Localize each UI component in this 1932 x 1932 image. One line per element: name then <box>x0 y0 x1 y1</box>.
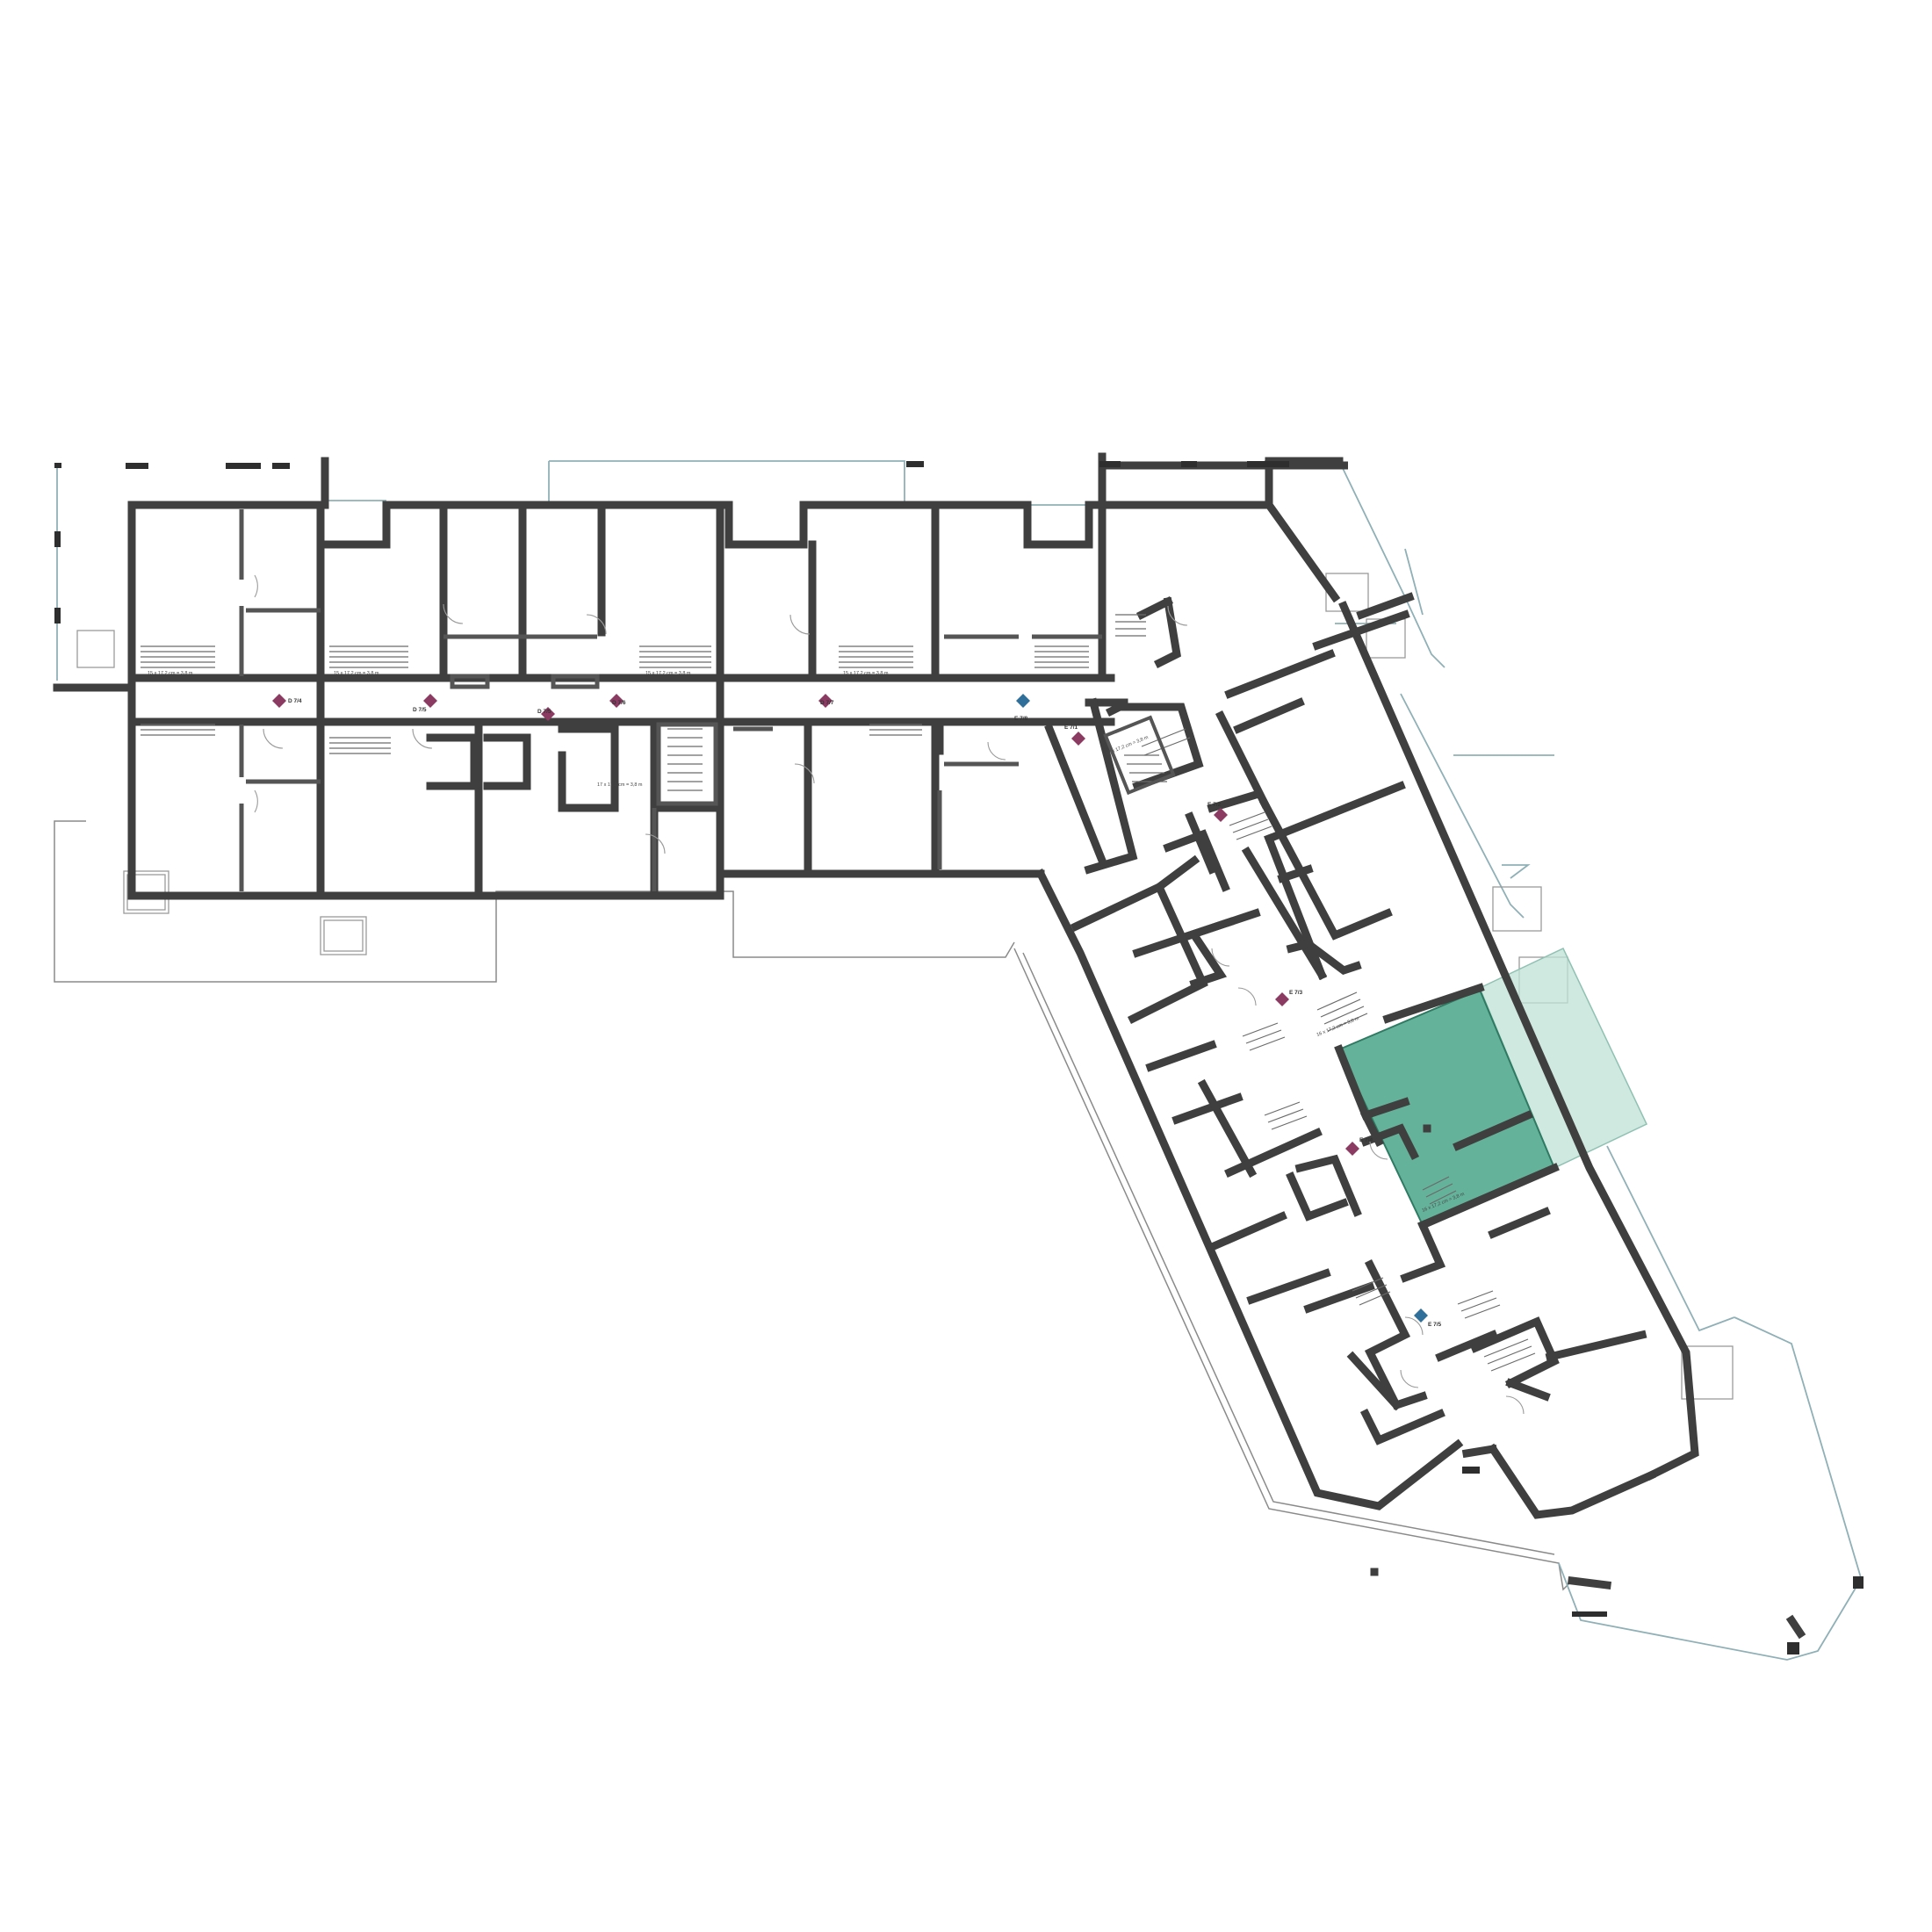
svg-text:E 7/8: E 7/8 <box>1014 716 1028 722</box>
apt-pin-3[interactable]: D 7/5 <box>537 707 555 721</box>
svg-text:15 x 17,2 cm = 3,8 m: 15 x 17,2 cm = 3,8 m <box>645 671 691 676</box>
svg-text:D 7/5: D 7/5 <box>413 707 427 713</box>
terrace-outlines <box>54 460 1863 1661</box>
svg-text:D 7/7: D 7/7 <box>820 700 834 706</box>
svg-text:E 7/3: E 7/3 <box>1289 990 1303 996</box>
apt-pin-8[interactable]: E 7/2 <box>1208 802 1228 822</box>
apt-pin-11[interactable]: E 7/5 <box>1414 1308 1442 1328</box>
apt-pin-5[interactable]: D 7/7 <box>818 694 834 708</box>
apartment-code-pins: D 7/4 D 7/5 D 7/5 D 7/6 D 7/7 E 7/8 E 7/… <box>272 694 1442 1328</box>
svg-text:E 7/5: E 7/5 <box>1428 1322 1442 1328</box>
apt-pin-1[interactable]: D 7/4 <box>272 694 302 708</box>
apt-pin-7[interactable]: E 7/1 <box>1064 724 1085 746</box>
svg-text:16 x 17,2 cm = 3,8 m: 16 x 17,2 cm = 3,8 m <box>1316 1016 1360 1038</box>
svg-text:15 x 17,2 cm = 3,8 m: 15 x 17,2 cm = 3,8 m <box>843 671 889 676</box>
windows <box>54 461 1864 1654</box>
central-stairwell <box>656 715 1176 806</box>
apt-pin-6[interactable]: E 7/8 <box>1014 694 1030 722</box>
apt-pin-4[interactable]: D 7/6 <box>609 694 626 708</box>
svg-text:D 7/4: D 7/4 <box>288 698 302 704</box>
svg-text:E 7/4: E 7/4 <box>1359 1137 1373 1143</box>
left-wing-walls <box>53 457 1115 900</box>
right-wing-walls <box>1034 461 1699 1519</box>
svg-text:D 7/6: D 7/6 <box>612 700 626 706</box>
stairs <box>141 614 1536 1372</box>
svg-text:15 x 17,2 cm = 3,8 m: 15 x 17,2 cm = 3,8 m <box>148 671 193 676</box>
apt-pin-9[interactable]: E 7/3 <box>1275 990 1303 1006</box>
svg-text:E 7/1: E 7/1 <box>1064 724 1078 731</box>
svg-text:E 7/2: E 7/2 <box>1208 802 1222 808</box>
apt-pin-2[interactable]: D 7/5 <box>413 694 437 713</box>
svg-text:17 x 17,2 cm = 3,8 m: 17 x 17,2 cm = 3,8 m <box>597 782 643 788</box>
apt-pin-10[interactable]: E 7/4 <box>1345 1137 1373 1156</box>
svg-text:D 7/5: D 7/5 <box>537 709 551 715</box>
svg-text:15 x 17,2 cm = 3,8 m: 15 x 17,2 cm = 3,8 m <box>334 671 379 676</box>
door-swings <box>254 574 1525 1415</box>
middle-wing-walls <box>716 461 1107 878</box>
